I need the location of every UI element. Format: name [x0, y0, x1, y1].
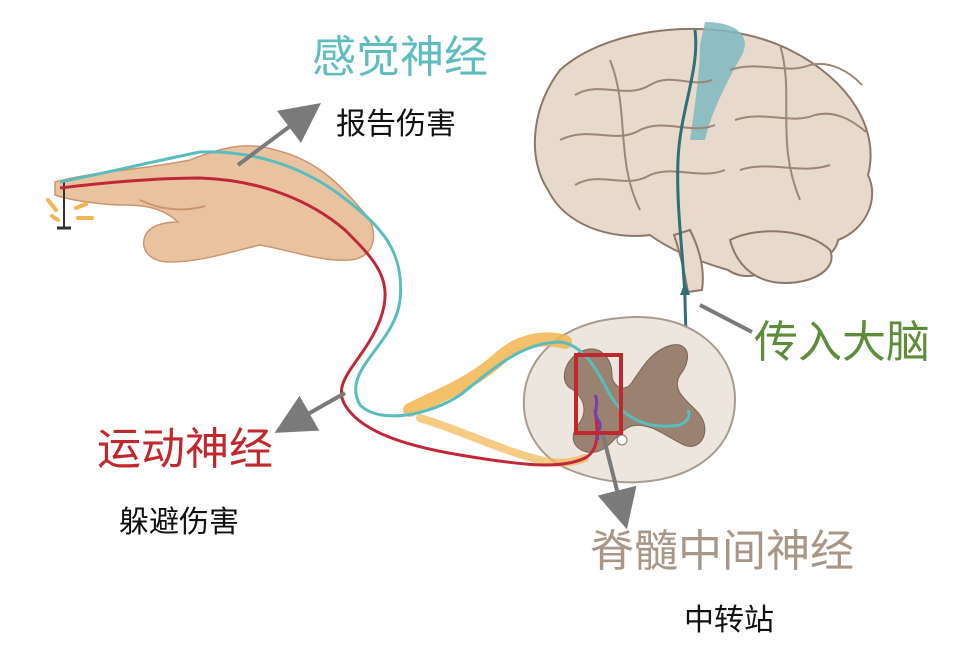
- motor-nerve-label: 运动神经: [97, 424, 273, 475]
- interneuron-highlight-box: [574, 353, 623, 435]
- interneuron-label: 脊髓中间神经: [590, 526, 854, 577]
- central-canal: [616, 434, 628, 446]
- to-brain-label: 传入大脑: [754, 317, 930, 368]
- sensory-pointer-arrow: [236, 103, 322, 167]
- hand-illustration: [54, 145, 375, 263]
- interneuron-function-label: 中转站: [684, 603, 774, 638]
- pathway-arrowhead: [680, 282, 690, 295]
- brain-illustration: [533, 22, 874, 431]
- cerebellum: [728, 230, 833, 285]
- sensory-nerve-label: 感觉神经: [312, 32, 488, 83]
- hand-crease: [139, 199, 206, 211]
- nerve-bundle: [403, 332, 572, 417]
- pin-icon: [57, 182, 71, 230]
- motor-pointer-arrow: [274, 391, 346, 433]
- motor-function-label: 躲避伤害: [119, 505, 239, 540]
- interneuron-pointer-arrow: [597, 434, 637, 530]
- sensory-function-label: 报告伤害: [336, 107, 456, 142]
- brain-highlight-region: [690, 22, 745, 140]
- sensory-fiber: [59, 150, 691, 428]
- motor-fiber: [59, 176, 599, 467]
- pain-spark-icon: [46, 198, 94, 222]
- hand-shape: [54, 145, 375, 263]
- brain-pointer-arrow: [699, 303, 753, 334]
